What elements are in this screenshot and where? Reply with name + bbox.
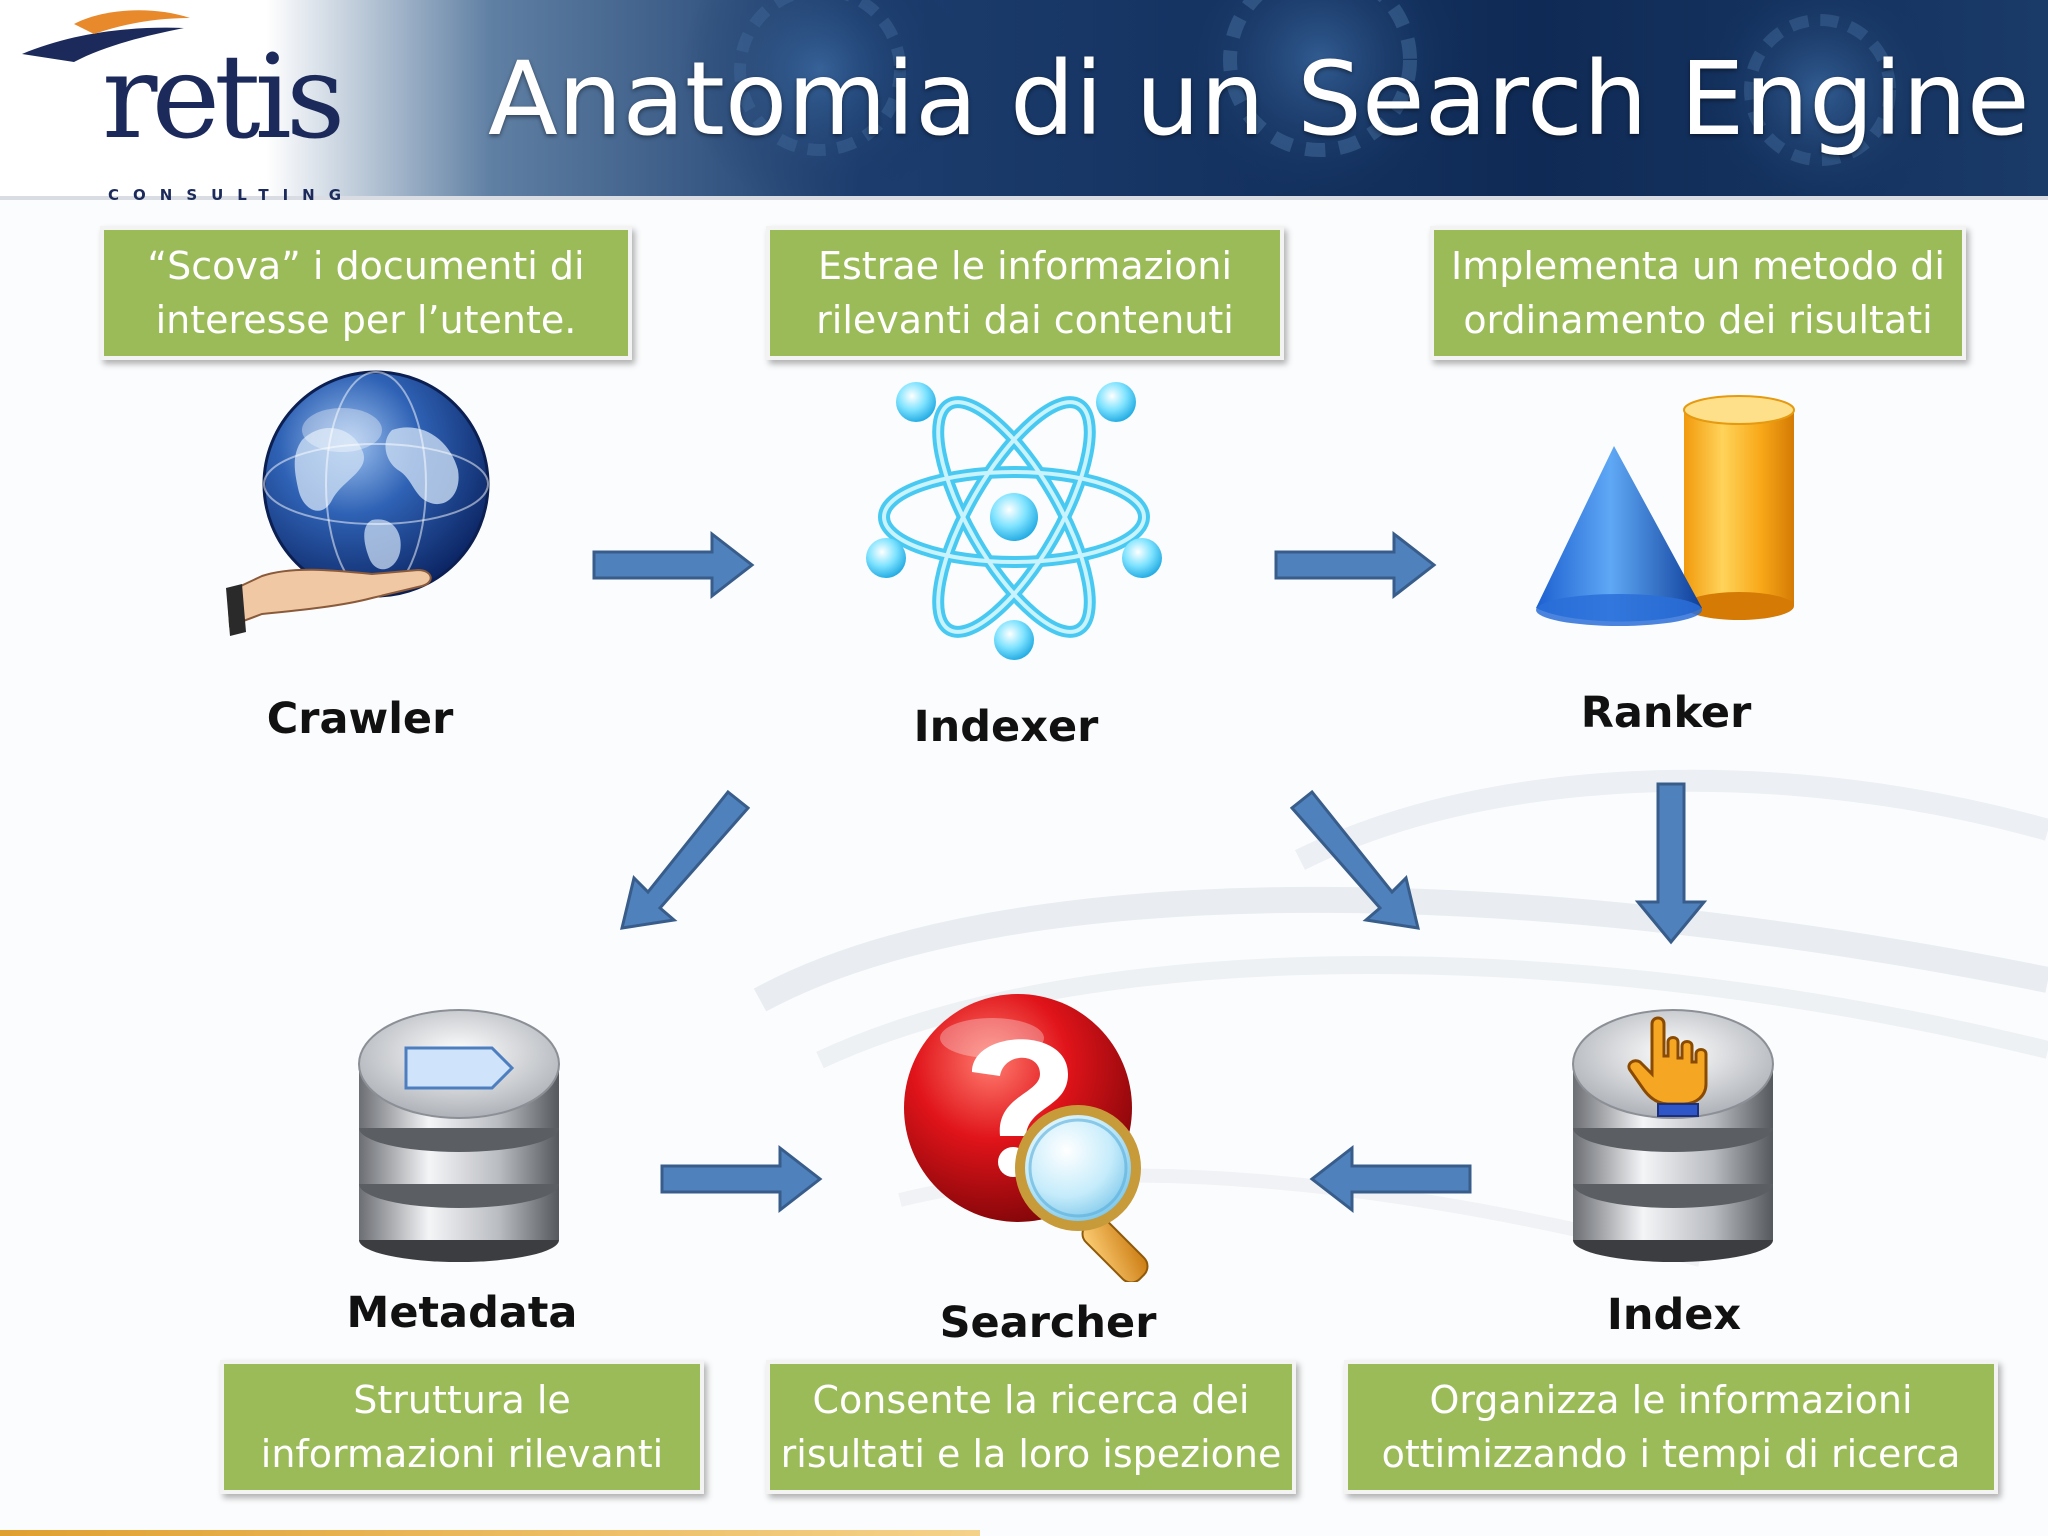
crawler-label: Crawler (266, 694, 454, 744)
atom-icon (866, 382, 1162, 660)
index-description: Organizza le informazioni ottimizzando i… (1344, 1360, 1998, 1494)
arrow-indexer-to-metadata (620, 789, 750, 930)
metadata-label: Metadata (346, 1288, 578, 1338)
logo-text: retis (102, 30, 345, 165)
index-label: Index (1606, 1290, 1742, 1340)
question-magnifier-icon (904, 994, 1149, 1282)
ranker-label: Ranker (1580, 688, 1752, 738)
database-hand-cursor-icon (1572, 1009, 1774, 1262)
bottom-accent-strip (0, 1530, 980, 1536)
searcher-description: Consente la ricerca dei risultati e la l… (766, 1360, 1296, 1494)
indexer-label: Indexer (913, 702, 1099, 752)
indexer-description: Estrae le informazioni rilevanti dai con… (766, 226, 1284, 360)
metadata-description: Struttura le informazioni rilevanti (220, 1360, 704, 1494)
arrow-ranker-to-index (1634, 782, 1708, 945)
arrow-index-to-searcher (1309, 1144, 1472, 1214)
arrow-metadata-to-searcher (660, 1144, 823, 1214)
database-tag-icon (358, 1009, 560, 1262)
crawler-description: “Scova” i documenti di interesse per l’u… (100, 226, 632, 360)
arrow-indexer-to-index (1290, 789, 1420, 930)
header-band (0, 0, 2048, 200)
slide-title: Anatomia di un Search Engine (488, 40, 2030, 159)
arrow-crawler-to-indexer (592, 530, 755, 600)
logo-subtext: CONSULTING (108, 186, 356, 204)
logo-swoosh-icon (22, 10, 190, 62)
cone-and-cylinder-icon (1536, 395, 1795, 626)
globe-in-hand-icon (226, 370, 490, 636)
ranker-description: Implementa un metodo di ordinamento dei … (1430, 226, 1966, 360)
arrow-indexer-to-ranker (1274, 530, 1437, 600)
retis-logo: retis CONSULTING (14, 4, 345, 204)
searcher-label: Searcher (939, 1298, 1157, 1348)
